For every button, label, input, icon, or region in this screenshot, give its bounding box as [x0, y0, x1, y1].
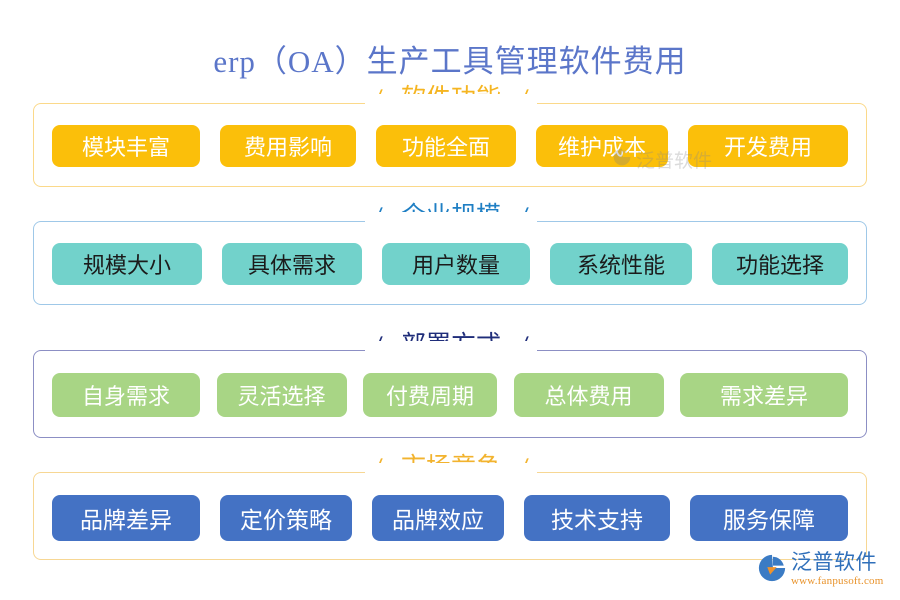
brand-url: www.fanpusoft.com	[791, 575, 884, 587]
pill-item[interactable]: 系统性能	[550, 243, 692, 285]
section-market-competition: / 市场竞争 / 品牌差异 定价策略 品牌效应 技术支持 服务保障	[33, 454, 867, 560]
brand-logo: 泛普软件 www.fanpusoft.com	[757, 552, 884, 588]
pill-row: 模块丰富 费用影响 功能全面 维护成本 开发费用	[52, 125, 848, 167]
page-title: erp（OA）生产工具管理软件费用	[213, 44, 687, 79]
pill-item[interactable]: 用户数量	[382, 243, 530, 285]
pill-item[interactable]: 付费周期	[363, 373, 497, 417]
pill-item[interactable]: 具体需求	[222, 243, 362, 285]
header-border-mask	[364, 94, 537, 114]
pill-item[interactable]: 品牌效应	[372, 495, 504, 541]
section-deployment-method: / 部署方式 / 自身需求 灵活选择 付费周期 总体费用 需求差异	[33, 332, 867, 438]
pill-item[interactable]: 定价策略	[220, 495, 352, 541]
pill-item[interactable]: 功能选择	[712, 243, 848, 285]
header-border-mask	[364, 463, 537, 483]
brand-text: 泛普软件 www.fanpusoft.com	[791, 552, 884, 587]
pill-item[interactable]: 费用影响	[220, 125, 356, 167]
brand-name: 泛普软件	[791, 550, 877, 574]
pill-row: 品牌差异 定价策略 品牌效应 技术支持 服务保障	[52, 495, 848, 541]
pill-item[interactable]: 自身需求	[52, 373, 200, 417]
section-software-features: / 软件功能 / 模块丰富 费用影响 功能全面 维护成本 开发费用	[33, 85, 867, 187]
pill-item[interactable]: 维护成本	[536, 125, 668, 167]
pill-item[interactable]: 模块丰富	[52, 125, 200, 167]
header-border-mask	[364, 212, 537, 232]
section-enterprise-scale: / 企业规模 / 规模大小 具体需求 用户数量 系统性能 功能选择	[33, 203, 867, 305]
pill-item[interactable]: 规模大小	[52, 243, 202, 285]
fanpu-logo-icon	[757, 553, 787, 588]
pill-item[interactable]: 开发费用	[688, 125, 848, 167]
pill-row: 自身需求 灵活选择 付费周期 总体费用 需求差异	[52, 373, 848, 417]
header-border-mask	[364, 341, 537, 361]
pill-item[interactable]: 功能全面	[376, 125, 516, 167]
pill-item[interactable]: 总体费用	[513, 373, 664, 417]
pill-item[interactable]: 技术支持	[524, 495, 670, 541]
pill-item[interactable]: 服务保障	[690, 495, 848, 541]
pill-item[interactable]: 灵活选择	[216, 373, 347, 417]
pill-item[interactable]: 需求差异	[680, 373, 848, 417]
pill-item[interactable]: 品牌差异	[52, 495, 200, 541]
pill-row: 规模大小 具体需求 用户数量 系统性能 功能选择	[52, 243, 848, 285]
